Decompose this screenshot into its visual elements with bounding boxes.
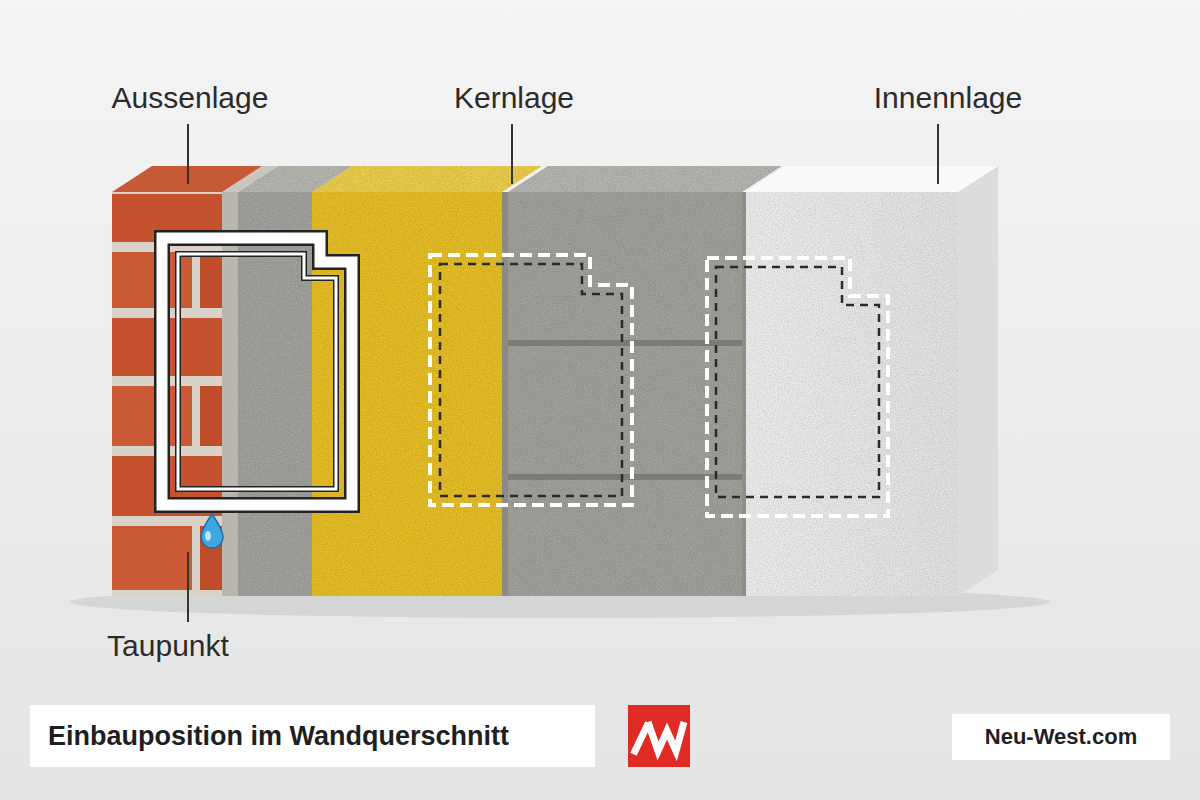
dashed-position [716,267,879,497]
window-frame-outline [162,238,352,505]
leader-line [937,124,939,184]
inner-layer-side [958,166,998,596]
logo [628,705,690,767]
insulation-layer [312,192,502,596]
leader-line [187,552,189,622]
brick [200,386,222,446]
layer-label: Aussenlage [112,80,269,116]
caption-box: Einbauposition im Wandquerschnitt [30,705,595,767]
joint [502,192,508,596]
layer-label: Kernlage [454,80,574,116]
insulation-top [312,166,542,192]
window-frame [162,238,352,505]
inner-layer [746,192,958,596]
dashed-position [430,255,632,505]
inner-layer-top [746,166,998,192]
brick [112,526,192,590]
logo-mark [648,722,684,751]
water-drop-highlight [205,531,211,541]
website-label: Neu-West.com [952,714,1170,760]
leader-line [187,124,189,184]
point-label: Taupunkt [107,628,229,664]
logo-mark [635,726,647,751]
water-drop [201,514,223,548]
dashed-position [440,264,622,496]
window-frame-inner [178,254,336,489]
layer-label: Innennlage [874,80,1022,116]
dashed-position [707,258,888,516]
brick [200,252,222,308]
core-block-top [508,166,782,192]
window-frame-inner-outline [178,254,336,489]
joint [742,192,746,596]
leader-line [511,124,513,184]
